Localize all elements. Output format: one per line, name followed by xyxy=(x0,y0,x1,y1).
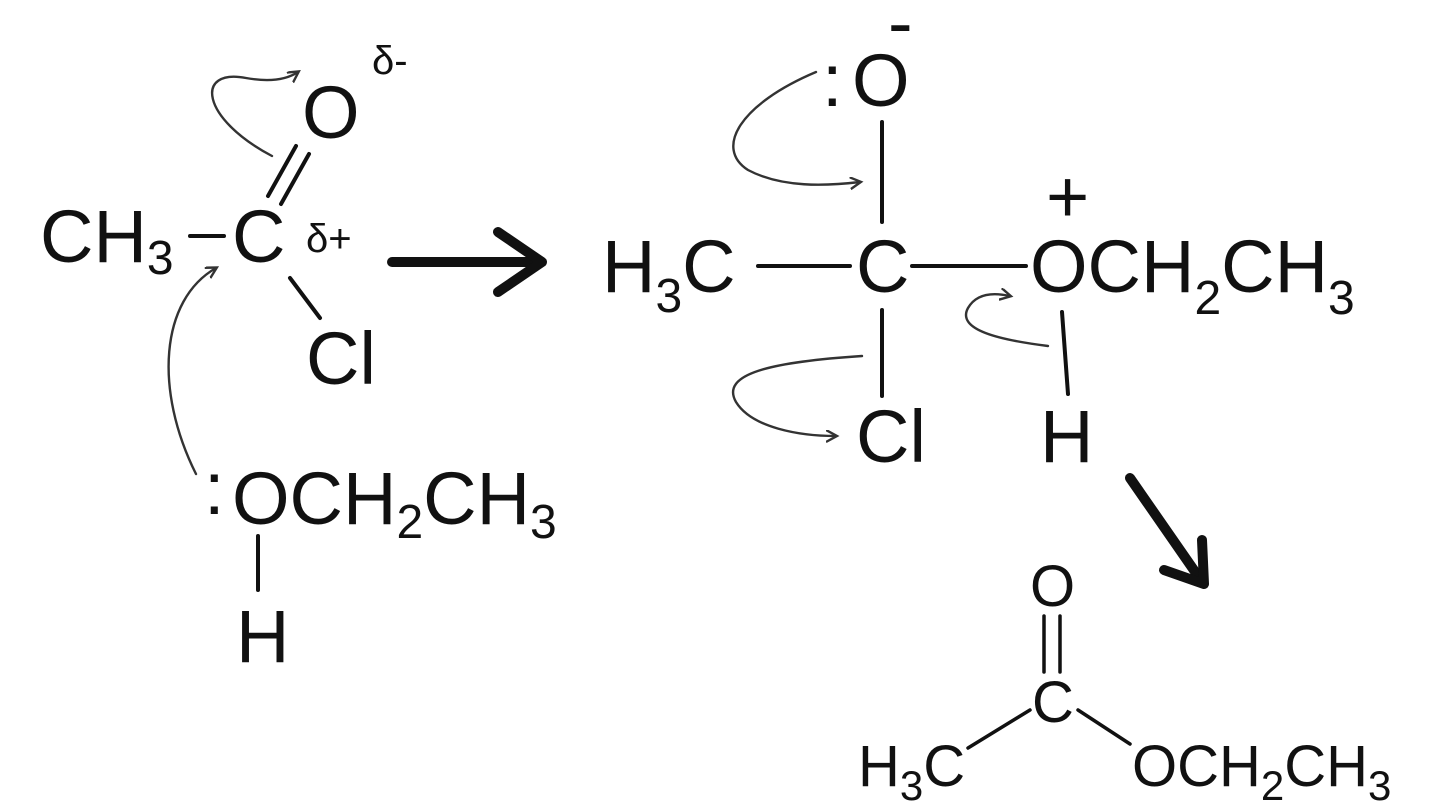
curly-arrow-pi-to-oxygen xyxy=(210,72,298,158)
acyl-chlorine: Cl xyxy=(306,317,376,400)
acyl-co-double-bond-2 xyxy=(279,152,311,206)
intermediate-o-h-bond xyxy=(1060,310,1070,396)
intermediate-lone-pair: : xyxy=(822,39,843,122)
ester-carbon: C xyxy=(1032,670,1074,735)
reaction-arrow-2 xyxy=(1125,473,1209,589)
intermediate-carbon: C xyxy=(856,225,909,308)
ethanol-lone-pair: : xyxy=(204,447,225,530)
ester-c-ch3-bond xyxy=(966,708,1032,750)
acyl-c-cl-bond xyxy=(288,276,322,320)
ethanol-oxygen-group: OCH2CH3 xyxy=(232,457,557,549)
acyl-co-double-bond-1 xyxy=(266,144,298,198)
intermediate-chlorine: Cl xyxy=(856,395,926,478)
ester-product: O C H3C OCH2CH3 xyxy=(858,554,1391,809)
intermediate-oxygen-top: O xyxy=(852,39,910,122)
delta-plus-label: δ+ xyxy=(306,217,352,261)
acyl-chloride-molecule: CH3 C O δ- δ+ Cl xyxy=(40,39,408,400)
acyl-ch3-label: CH3 xyxy=(40,195,174,285)
intermediate-h3c: H3C xyxy=(602,225,736,323)
intermediate-oxonium-group: OCH2CH3 xyxy=(1030,225,1355,325)
minus-charge: - xyxy=(888,0,913,64)
curly-arrow-oh-bond-break xyxy=(964,294,1050,348)
reaction-arrow-1 xyxy=(387,227,547,297)
acyl-carbon: C xyxy=(232,195,285,278)
tetrahedral-intermediate: : O - H3C C + OCH2CH3 Cl H xyxy=(602,0,1355,478)
delta-minus-label: δ- xyxy=(372,39,408,83)
ester-h3c: H3C xyxy=(858,734,965,809)
intermediate-hydrogen: H xyxy=(1040,395,1093,478)
ester-c-o-bond xyxy=(1076,708,1132,746)
curly-arrow-chloride-leaving xyxy=(731,354,864,436)
ethanol-molecule: : OCH2CH3 H xyxy=(167,268,557,678)
curly-arrow-nucleophilic-attack xyxy=(167,268,216,476)
ester-oxygen: O xyxy=(1030,554,1075,619)
acyl-oxygen: O xyxy=(302,71,360,154)
ester-ethoxy-group: OCH2CH3 xyxy=(1132,734,1391,809)
curly-arrow-reform-carbonyl xyxy=(732,70,860,185)
plus-charge: + xyxy=(1046,155,1089,238)
ethanol-hydrogen: H xyxy=(236,595,289,678)
